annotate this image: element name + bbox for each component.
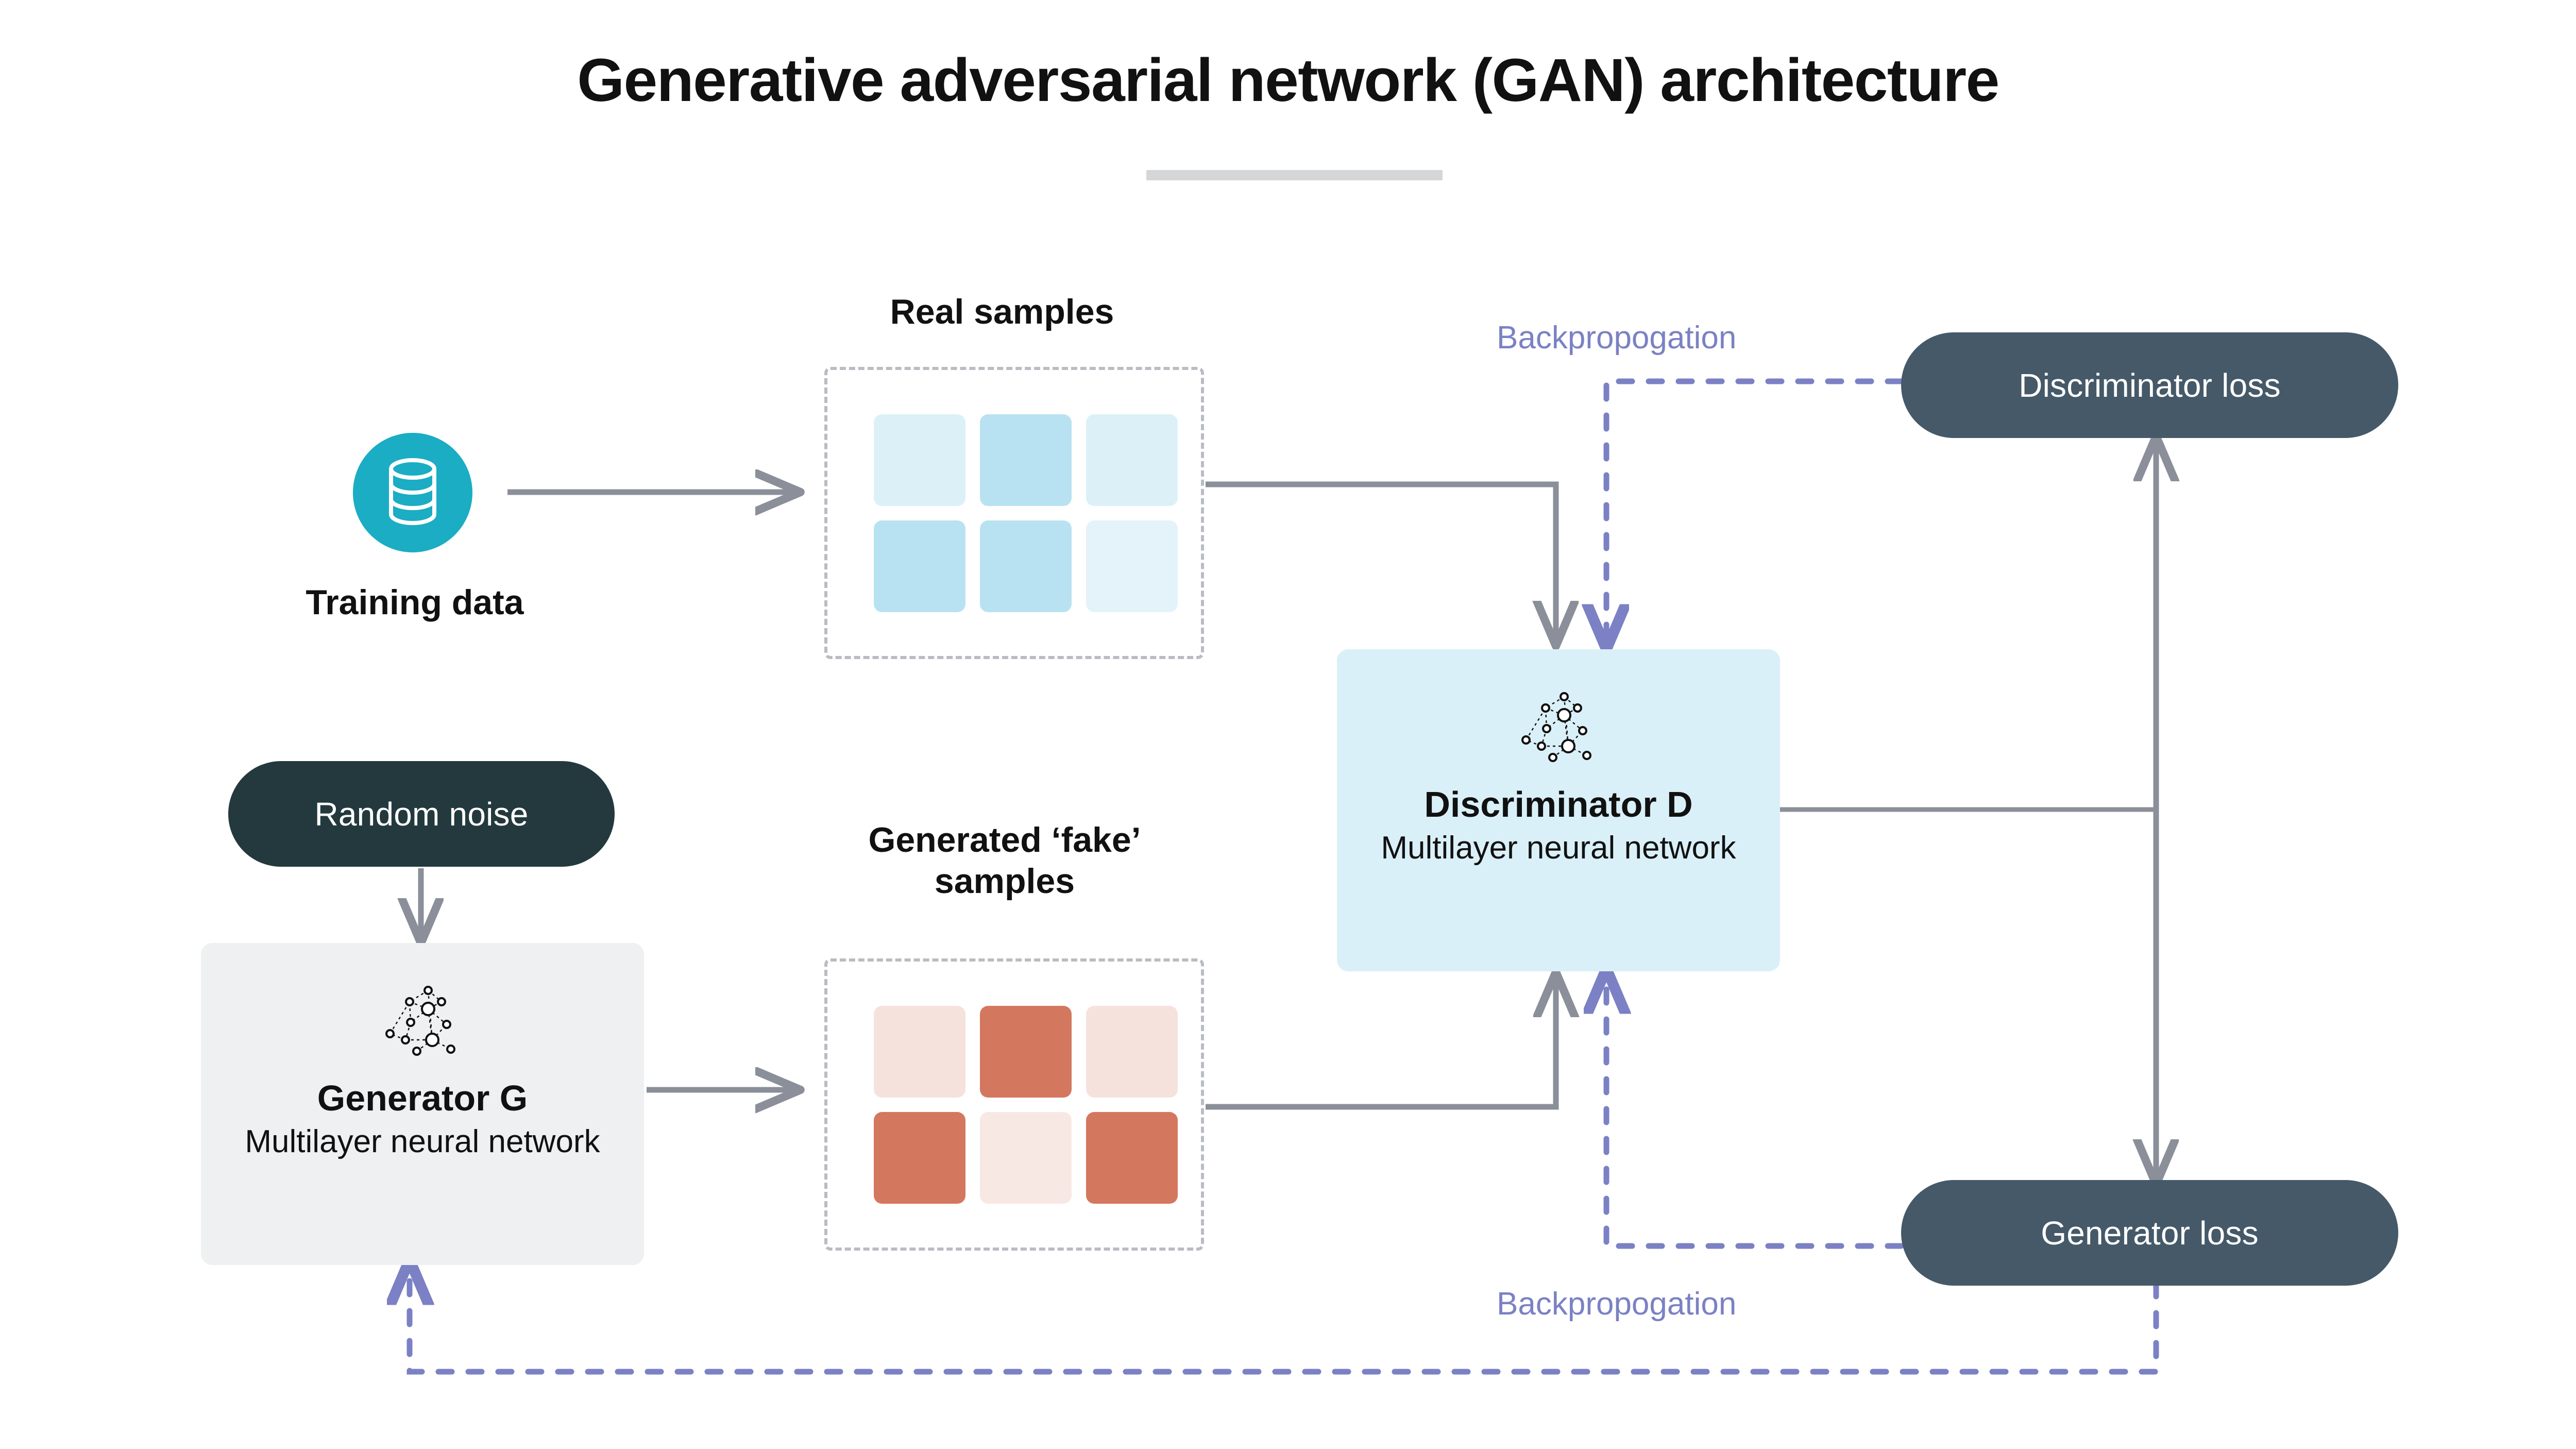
fake-sample-tile [980,1112,1072,1204]
fake-sample-tile [980,1006,1072,1098]
real-sample-tile [980,414,1072,506]
generator-card[interactable]: Generator G Multilayer neural network [201,943,644,1265]
real-sample-tile [1086,414,1178,506]
real-samples-grid [874,414,1178,612]
discriminator-subtitle: Multilayer neural network [1381,830,1736,866]
edge-backprop-generator-loss-to-discriminator [1606,976,1904,1249]
real-samples-label: Real samples [890,292,1114,331]
random-noise-pill[interactable]: Random noise [228,761,615,867]
real-sample-tile [1086,520,1178,612]
real-sample-tile [874,520,965,612]
generator-name: Generator G [317,1078,528,1118]
fake-sample-tile [874,1112,965,1204]
real-sample-tile [980,520,1072,612]
neural-network-icon [1515,685,1602,770]
backprop-label-bottom: Backpropogation [1497,1286,1737,1322]
fake-samples-label-line2: samples [934,862,1075,901]
discriminator-loss-pill[interactable]: Discriminator loss [1901,332,2398,438]
title-divider [1146,170,1443,180]
discriminator-card[interactable]: Discriminator D Multilayer neural networ… [1337,649,1780,971]
discriminator-name: Discriminator D [1424,784,1693,824]
generator-loss-label: Generator loss [2041,1214,2259,1252]
fake-samples-grid [874,1006,1178,1204]
fake-samples-label-line1: Generated ‘fake’ [868,820,1141,860]
fake-sample-tile [1086,1112,1178,1204]
edge-real-to-discriminator [1206,481,1556,642]
generator-subtitle: Multilayer neural network [245,1124,600,1159]
fake-sample-tile [1086,1006,1178,1098]
fake-samples-label: Generated ‘fake’ samples [670,819,1340,902]
edge-backprop-discriminator [1606,378,1904,642]
database-icon [382,456,444,530]
training-data-badge [353,433,472,552]
real-sample-tile [874,414,965,506]
fake-sample-tile [874,1006,965,1098]
page-title: Generative adversarial network (GAN) arc… [577,46,1999,114]
edge-fake-to-discriminator [1206,976,1556,1110]
fake-samples-box [824,958,1204,1251]
random-noise-label: Random noise [314,795,529,833]
discriminator-loss-label: Discriminator loss [2019,366,2281,404]
generator-loss-pill[interactable]: Generator loss [1901,1180,2398,1286]
neural-network-icon [379,979,466,1064]
real-samples-box [824,367,1204,659]
backprop-label-top: Backpropogation [1497,320,1737,356]
edge-backprop-generator [410,1268,2159,1375]
training-data-label: Training data [306,583,524,622]
